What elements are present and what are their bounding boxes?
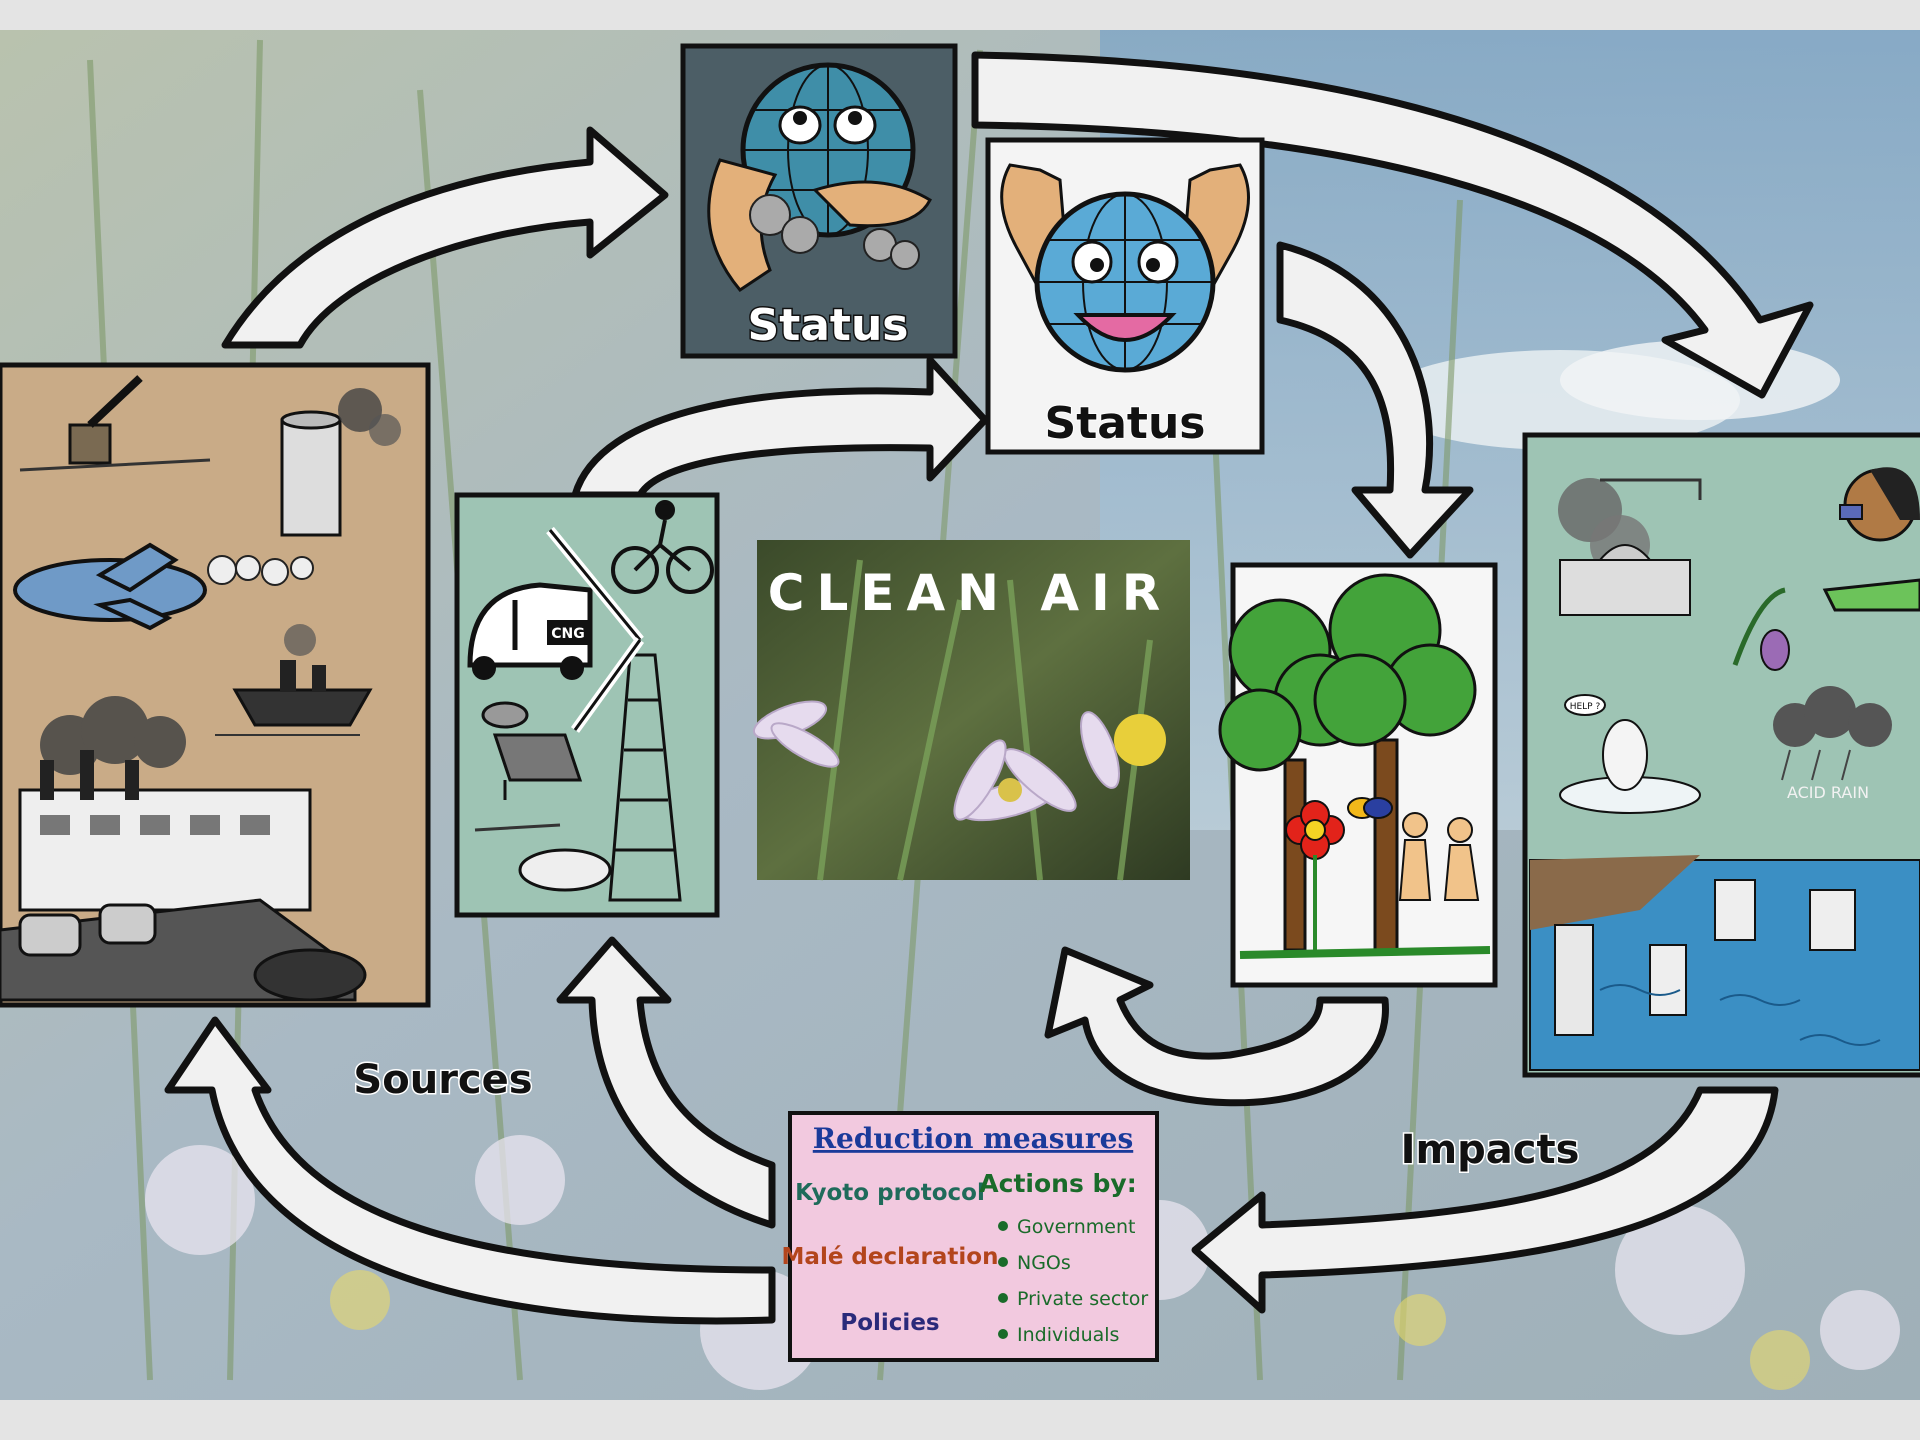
action-government: Government (1017, 1216, 1136, 1238)
arrow-status-to-impacts (971, 51, 1814, 399)
traffic-icon (0, 898, 367, 1002)
help-bubble: HELP ? (1570, 702, 1601, 712)
airplane-icon (13, 542, 314, 631)
kyoto-protocol: Kyoto protocol (795, 1180, 985, 1206)
status-right-label: Status (1045, 398, 1206, 449)
acid-rain-label: ACID RAIN (1787, 783, 1869, 802)
sources-panel (0, 362, 431, 1008)
reduction-title: Reduction measures (813, 1122, 1133, 1155)
biogas-plant-icon (474, 823, 612, 892)
factory-city-icon (18, 696, 312, 912)
cng-label: CNG (551, 626, 584, 642)
solar-panel-icon (481, 701, 583, 800)
actions-by-title: Actions by: (979, 1169, 1136, 1198)
flooded-city-icon (1529, 855, 1920, 1071)
green-solutions-panel: CNG (454, 492, 720, 918)
male-declaration: Malé declaration (782, 1244, 999, 1270)
arrow-trees-to-clean-air (1044, 946, 1389, 1107)
policies: Policies (840, 1310, 939, 1336)
tree-icon (1218, 573, 1477, 952)
action-private-sector: Private sector (1017, 1288, 1148, 1310)
asthma-woman-icon (1822, 467, 1920, 612)
bicycle-icon (611, 500, 714, 594)
cng-rickshaw-icon: CNG (467, 582, 593, 680)
trees-panel (1218, 562, 1498, 988)
arrow-reduction-to-green (556, 936, 776, 1229)
butterfly-icon (1347, 797, 1393, 819)
impacts-label: Impacts (1401, 1127, 1580, 1173)
action-individuals: Individuals (1017, 1324, 1119, 1346)
happy-globe-icon (1000, 163, 1250, 373)
arrow-green-to-status (571, 356, 989, 499)
sad-globe-icon (707, 62, 932, 292)
cycle-arrows (164, 51, 1814, 1325)
clean-air-title: CLEAN AIR (768, 564, 1172, 622)
burning-drum-icon (280, 388, 401, 537)
status-sad-panel: Status (680, 43, 958, 359)
children-icon (1398, 812, 1480, 901)
polluted-city-icon (1558, 478, 1702, 616)
impacts-panel: HELP ? ACID RAIN (1522, 432, 1920, 1078)
arrow-sources-to-status (221, 126, 669, 349)
action-ngos: NGOs (1017, 1252, 1071, 1274)
wilting-flower-icon (1732, 587, 1790, 671)
wind-turbine-icon (546, 526, 682, 902)
polar-bear-icon: HELP ? (1559, 694, 1701, 814)
status-happy-panel: Status (985, 137, 1265, 455)
status-left-label: Status (748, 300, 909, 351)
reduction-measures-box: Reduction measures Kyoto protocol Malé d… (782, 1111, 1159, 1362)
arrow-status-to-trees (1276, 241, 1474, 559)
ship-icon (215, 624, 373, 736)
arrow-impacts-to-reduction (1191, 1086, 1779, 1314)
arrow-reduction-to-sources (164, 1016, 776, 1325)
sources-label: Sources (353, 1057, 532, 1103)
tree-stump-icon (19, 375, 211, 472)
clean-air-photo: CLEAN AIR (752, 540, 1190, 881)
actions-list: Government NGOs Private sector Individua… (998, 1216, 1148, 1346)
red-flower-icon (1285, 800, 1345, 950)
acid-rain-cloud-icon: ACID RAIN (1773, 686, 1892, 802)
